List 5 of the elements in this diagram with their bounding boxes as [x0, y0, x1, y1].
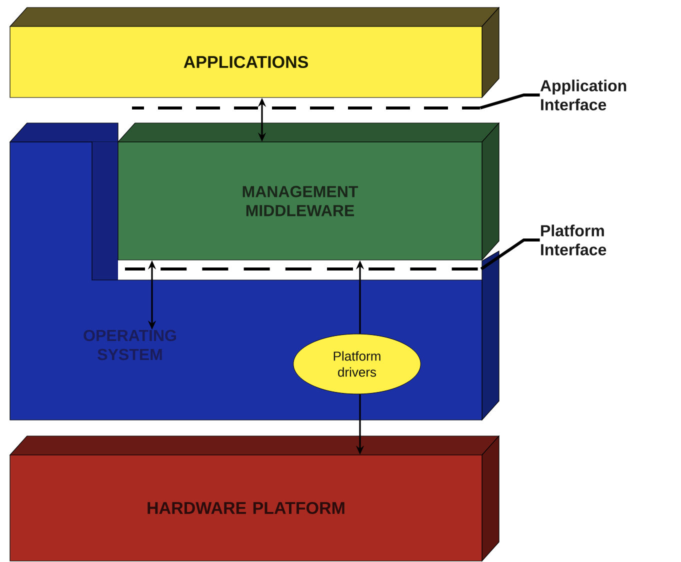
- interface-dashed-line: [125, 268, 481, 270]
- interface-dashed-line: [132, 106, 480, 110]
- interface-label: Platform Interface: [541, 224, 606, 256]
- leader-line: [480, 94, 540, 110]
- interface-label: Application Interface: [540, 80, 626, 110]
